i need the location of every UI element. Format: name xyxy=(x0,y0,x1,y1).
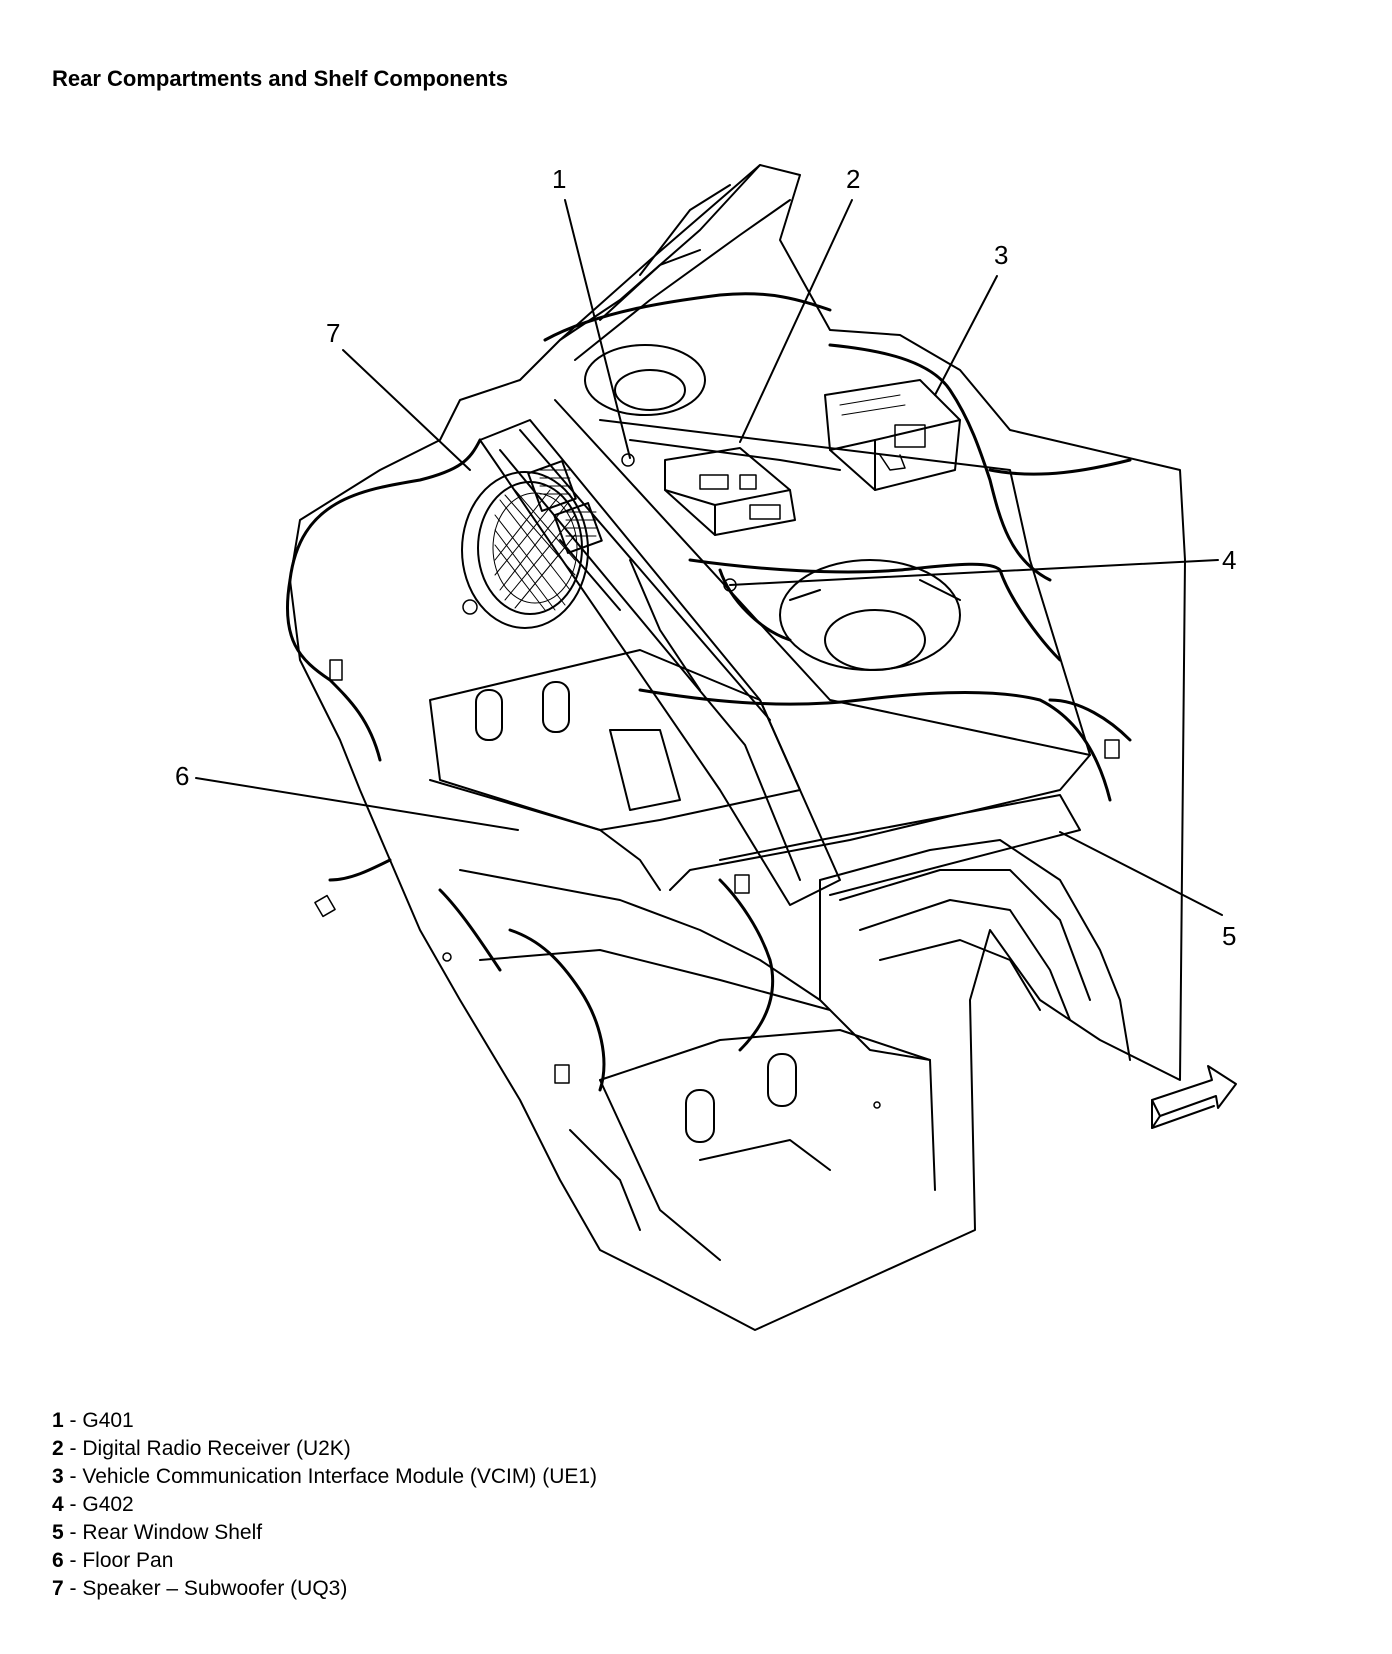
callout-5: 5 xyxy=(1222,921,1236,951)
legend-item: 1 - G401 xyxy=(52,1407,597,1435)
legend-number: 3 xyxy=(52,1465,64,1488)
callout-6: 6 xyxy=(175,761,189,791)
legend-text: Digital Radio Receiver (U2K) xyxy=(82,1437,351,1460)
legend-text: Vehicle Communication Interface Module (… xyxy=(82,1465,598,1488)
legend-separator: - xyxy=(63,1437,83,1460)
rear-window-shelf xyxy=(479,399,1091,906)
legend-text: G401 xyxy=(82,1409,134,1432)
callout-1: 1 xyxy=(552,164,566,194)
legend-text: G402 xyxy=(82,1493,134,1516)
legend-number: 1 xyxy=(52,1409,64,1432)
legend-item: 2 - Digital Radio Receiver (U2K) xyxy=(52,1435,597,1463)
legend-item: 5 - Rear Window Shelf xyxy=(52,1519,597,1547)
legend-number: 7 xyxy=(52,1577,64,1600)
legend-separator: - xyxy=(63,1521,83,1544)
legend-number: 6 xyxy=(52,1549,64,1572)
legend-item: 4 - G402 xyxy=(52,1491,597,1519)
legend-separator: - xyxy=(63,1493,83,1516)
connectors xyxy=(314,453,1120,1109)
leader-line-4 xyxy=(729,559,1219,586)
wiring-harness xyxy=(285,292,1132,1092)
legend-separator: - xyxy=(63,1549,83,1572)
legend-number: 2 xyxy=(52,1437,64,1460)
floor-pan xyxy=(429,649,936,1261)
legend-number: 5 xyxy=(52,1521,64,1544)
digital-radio-receiver xyxy=(664,447,796,536)
leader-lines xyxy=(195,199,1223,916)
legend-number: 4 xyxy=(52,1493,64,1516)
callout-7: 7 xyxy=(326,318,340,348)
callout-3: 3 xyxy=(994,240,1008,270)
spare-tire-well xyxy=(584,344,961,671)
leader-line-3 xyxy=(934,275,998,396)
callout-4: 4 xyxy=(1222,545,1236,575)
diagram-title: Rear Compartments and Shelf Components xyxy=(52,66,508,91)
leader-line-1 xyxy=(564,199,631,459)
component-legend: 1 - G401 2 - Digital Radio Receiver (U2K… xyxy=(52,1407,597,1603)
callout-2: 2 xyxy=(846,164,860,194)
legend-item: 3 - Vehicle Communication Interface Modu… xyxy=(52,1463,597,1491)
legend-item: 7 - Speaker – Subwoofer (UQ3) xyxy=(52,1575,597,1603)
vcim-module xyxy=(824,379,961,491)
callout-numbers: 1 2 3 4 5 6 7 xyxy=(175,164,1236,951)
legend-separator: - xyxy=(63,1409,83,1432)
leader-line-2 xyxy=(739,199,853,443)
leader-line-7 xyxy=(342,349,471,471)
legend-separator: - xyxy=(63,1465,83,1488)
legend-separator: - xyxy=(63,1577,83,1600)
legend-text: Speaker – Subwoofer (UQ3) xyxy=(82,1577,348,1600)
legend-text: Floor Pan xyxy=(82,1549,174,1572)
legend-text: Rear Window Shelf xyxy=(82,1521,263,1544)
leader-line-6 xyxy=(195,777,519,831)
leader-line-5 xyxy=(1059,831,1223,916)
center-tunnel xyxy=(819,839,1131,1061)
front-direction-arrow xyxy=(1151,1065,1237,1129)
shelf-grille xyxy=(527,460,603,554)
legend-item: 6 - Floor Pan xyxy=(52,1547,597,1575)
